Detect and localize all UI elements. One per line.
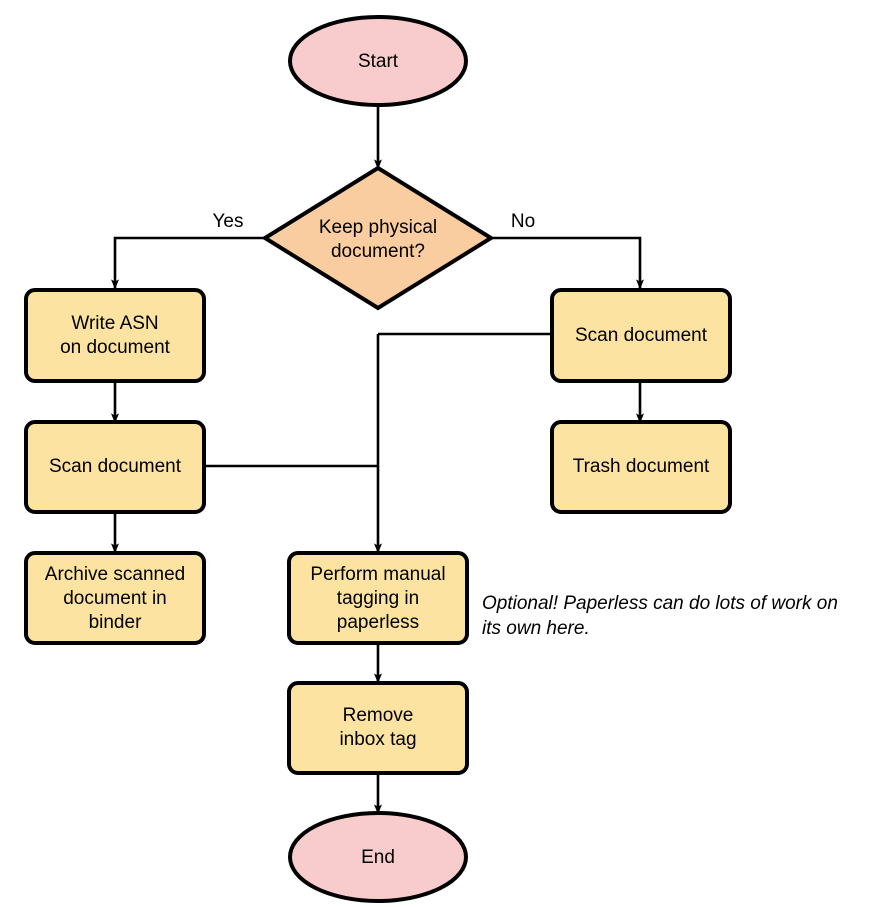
start-ellipse-shape (288, 15, 468, 107)
node-decision-keep-physical-document[interactable]: Keep physical document? (261, 165, 495, 311)
edge-label-no: No (511, 211, 535, 232)
scan-left-label: Scan document (49, 456, 182, 477)
node-write-asn-on-document[interactable]: Write ASN on document (24, 288, 206, 383)
node-perform-manual-tagging[interactable]: Perform manual tagging in paperless (287, 551, 469, 645)
write-asn-label-line2: on document (60, 337, 171, 358)
note-optional-paperless: Optional! Paperless can do lots of work … (482, 593, 838, 639)
node-scan-document-left[interactable]: Scan document (24, 420, 206, 514)
node-archive-scanned-document[interactable]: Archive scanned document in binder (24, 551, 206, 645)
manual-tagging-label-line3: paperless (337, 612, 419, 633)
remove-inbox-label-line2: inbox tag (339, 729, 416, 750)
archive-label-line2: document in (63, 588, 167, 609)
decision-label-line2: document? (331, 241, 425, 262)
edge-label-yes: Yes (213, 211, 244, 232)
archive-label-line1: Archive scanned (45, 564, 185, 585)
decision-label-line1: Keep physical (319, 217, 437, 238)
decision-diamond-shape (261, 165, 495, 311)
node-start[interactable]: Start (288, 15, 468, 107)
manual-tagging-label-line1: Perform manual (310, 564, 445, 585)
scan-right-label: Scan document (575, 325, 708, 346)
node-remove-inbox-tag[interactable]: Remove inbox tag (287, 681, 469, 775)
edge-decision-no-to-scan-right (491, 236, 644, 290)
manual-tagging-box-shape (287, 551, 469, 645)
remove-inbox-label-line1: Remove (343, 705, 414, 726)
write-asn-label-line1: Write ASN (71, 313, 158, 334)
scan-right-box-shape (550, 288, 732, 383)
scan-left-box-shape (24, 420, 206, 514)
end-label: End (361, 847, 395, 868)
note-line1: Optional! Paperless can do lots of work … (482, 593, 838, 614)
archive-label-line3: binder (89, 612, 142, 633)
node-scan-document-right[interactable]: Scan document (550, 288, 732, 383)
edge-decision-yes-to-write-asn (111, 236, 265, 290)
node-end[interactable]: End (288, 811, 468, 903)
write-asn-box-shape (24, 288, 206, 383)
archive-box-shape (24, 551, 206, 645)
end-ellipse-shape (288, 811, 468, 903)
start-label: Start (358, 51, 399, 72)
trash-box-shape (550, 420, 732, 514)
note-line2: its own here. (482, 618, 590, 639)
remove-inbox-box-shape (287, 681, 469, 775)
trash-label: Trash document (573, 456, 710, 477)
manual-tagging-label-line2: tagging in (337, 588, 419, 609)
node-trash-document[interactable]: Trash document (550, 420, 732, 514)
